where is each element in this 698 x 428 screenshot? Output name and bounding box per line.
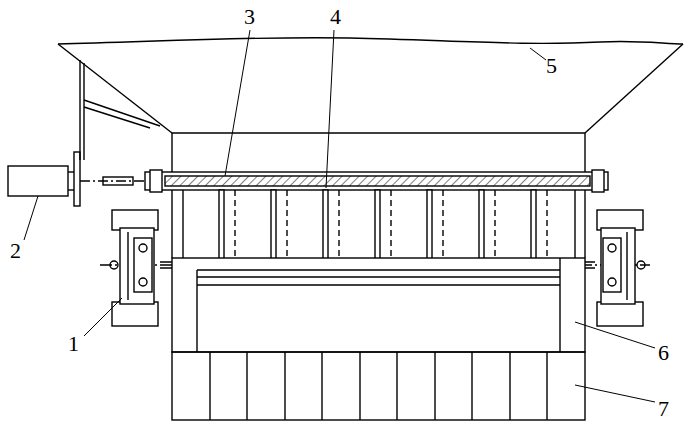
hopper-side — [585, 44, 683, 133]
callout-number: 2 — [10, 240, 21, 262]
bracket — [84, 100, 160, 126]
wheel — [597, 210, 645, 326]
hopper-top — [58, 38, 683, 44]
coupling — [103, 177, 133, 185]
bearing — [592, 170, 604, 192]
outlet-cells — [172, 352, 585, 420]
box-side — [584, 133, 585, 258]
bracket — [79, 60, 80, 160]
shaft-hatch — [165, 176, 590, 186]
callout-number: 3 — [244, 6, 255, 28]
leader-lines — [24, 30, 655, 402]
frame — [172, 258, 585, 352]
frame — [197, 276, 560, 277]
motor — [8, 166, 68, 196]
callout-number: 1 — [68, 333, 79, 355]
motor — [68, 189, 74, 190]
box-side — [574, 190, 575, 258]
box-side — [171, 133, 172, 258]
frame — [197, 269, 560, 270]
motor-flange — [74, 152, 80, 206]
center-line — [80, 180, 145, 181]
callout-number: 5 — [546, 55, 557, 77]
callout-number: 7 — [658, 398, 669, 420]
shaft — [145, 172, 608, 190]
bracket — [84, 107, 150, 128]
callout-number: 4 — [330, 6, 341, 28]
bearing — [150, 170, 162, 192]
callout-number: 6 — [658, 342, 669, 364]
wheel — [110, 210, 158, 326]
frame — [196, 270, 197, 352]
bracket — [83, 63, 84, 160]
frame — [559, 258, 560, 352]
hopper-edge — [172, 132, 585, 133]
frame — [197, 284, 560, 285]
box-side — [182, 190, 183, 258]
motor — [68, 171, 74, 172]
hopper-side — [58, 44, 172, 133]
